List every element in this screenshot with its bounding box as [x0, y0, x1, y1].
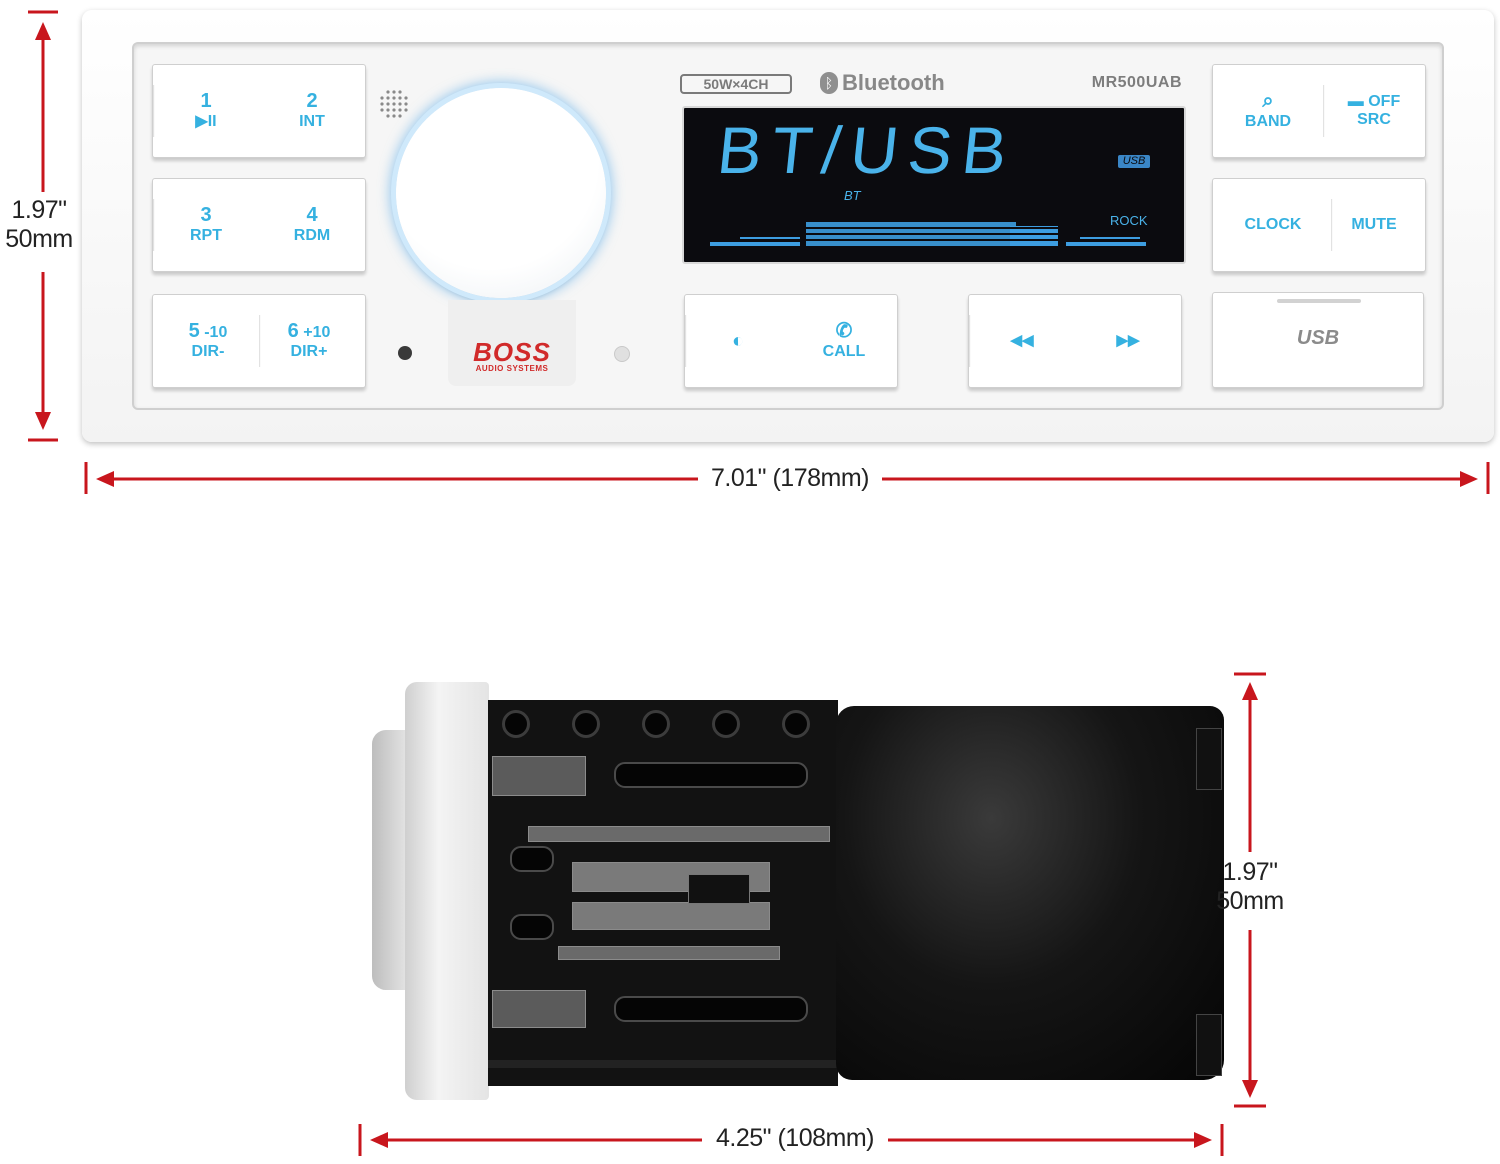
power-off-icon: ▬ [1347, 92, 1364, 110]
next-track-icon: ▶▶ [1116, 332, 1140, 350]
previous-track-icon: ◀◀ [1010, 332, 1034, 350]
minus-ten-label: -10 [204, 324, 228, 342]
rdm-label: RDM [293, 227, 331, 245]
previous-track-button[interactable]: ◀◀ [969, 295, 1075, 387]
button-2-number: 2 [306, 90, 318, 113]
front-dimension-lines [28, 10, 1490, 494]
src-label: SRC [1357, 111, 1391, 128]
lcd-bt-indicator: BT [844, 188, 861, 203]
side-depth-label: 4.25" (108mm) [716, 1124, 875, 1152]
src-button[interactable]: ▬ OFF SRC [1323, 65, 1425, 157]
dir-plus-button[interactable]: 6 +10 DIR+ [253, 295, 365, 387]
usb-slot [1277, 299, 1361, 303]
clock-button[interactable]: CLOCK [1213, 179, 1333, 271]
plus-ten-label: +10 [303, 324, 331, 342]
band-label: BAND [1244, 113, 1292, 131]
dir-minus-label: DIR- [191, 343, 225, 361]
int-button[interactable]: 2 INT [259, 65, 365, 157]
button-1-2: 1 ▶II 2 INT [152, 64, 366, 158]
button-5-number: 5 [188, 320, 200, 343]
indicator-dot-left [398, 346, 412, 360]
front-width-label: 7.01" (178mm) [711, 464, 870, 492]
lcd-main-text: BT/USB [714, 113, 1021, 187]
mute-button[interactable]: MUTE [1323, 179, 1425, 271]
voice-button[interactable]: ◐︎ [685, 295, 791, 387]
indicator-dot-right [614, 346, 630, 362]
button-4-number: 4 [306, 204, 318, 227]
protective-cover [836, 706, 1224, 1080]
call-key: ◐︎ ✆ CALL [684, 294, 898, 388]
side-height-label: 1.97" 50mm [1216, 858, 1284, 915]
clock-mute-key: CLOCK MUTE [1212, 178, 1426, 272]
track-key: ◀◀ ▶▶ [968, 294, 1182, 388]
lcd-spectrum-visualizer [710, 222, 1156, 246]
call-label: CALL [822, 343, 866, 361]
dir-plus-label: DIR+ [290, 343, 328, 361]
voice-assistant-icon: ◐︎ [731, 329, 745, 352]
clock-label: CLOCK [1244, 215, 1302, 233]
model-number: MR500UAB [1091, 74, 1182, 91]
lcd-eq-label: ROCK [1110, 213, 1148, 228]
rpt-label: RPT [190, 227, 222, 245]
microphone-grille-icon [380, 90, 408, 118]
button-5-6: 5 -10 DIR- 6 +10 DIR+ [152, 294, 366, 388]
search-icon: ⌕ [1262, 90, 1274, 113]
dir-minus-button[interactable]: 5 -10 DIR- [153, 295, 263, 387]
usb-port[interactable]: USB [1212, 292, 1424, 388]
button-6-number: 6 [287, 320, 299, 343]
bluetooth-icon: ᛒ [820, 72, 838, 94]
play-pause-icon: ▶II [195, 113, 217, 131]
metal-chassis [488, 700, 838, 1086]
band-src-key: ⌕ BAND ▬ OFF SRC [1212, 64, 1426, 158]
int-label: INT [299, 113, 325, 131]
rpt-button[interactable]: 3 RPT [153, 179, 259, 271]
play-pause-button[interactable]: 1 ▶II [153, 65, 259, 157]
boss-logo: BOSS AUDIO SYSTEMS [473, 337, 551, 373]
front-height-label: 1.97" 50mm [5, 196, 73, 253]
call-button[interactable]: ✆ CALL [791, 295, 897, 387]
usb-label: USB [1296, 327, 1340, 349]
button-1-number: 1 [200, 90, 212, 113]
volume-knob[interactable] [396, 88, 606, 298]
band-button[interactable]: ⌕ BAND [1213, 65, 1323, 157]
rdm-button[interactable]: 4 RDM [259, 179, 365, 271]
bezel-side-view [405, 682, 489, 1100]
button-3-4: 3 RPT 4 RDM [152, 178, 366, 272]
off-label: OFF [1368, 92, 1401, 110]
phone-icon: ✆ [835, 320, 853, 343]
rear-bracket-lower [1196, 1014, 1222, 1076]
button-3-number: 3 [200, 204, 212, 227]
lcd-usb-badge: USB [1118, 155, 1150, 168]
knob-base [448, 300, 576, 386]
mute-label: MUTE [1351, 215, 1397, 233]
next-track-button[interactable]: ▶▶ [1075, 295, 1181, 387]
rear-bracket [1196, 728, 1222, 790]
side-dimension-lines [358, 672, 1266, 1156]
power-rating-badge: 50W×4CH [680, 74, 792, 94]
bluetooth-label: ᛒ Bluetooth [820, 70, 945, 96]
